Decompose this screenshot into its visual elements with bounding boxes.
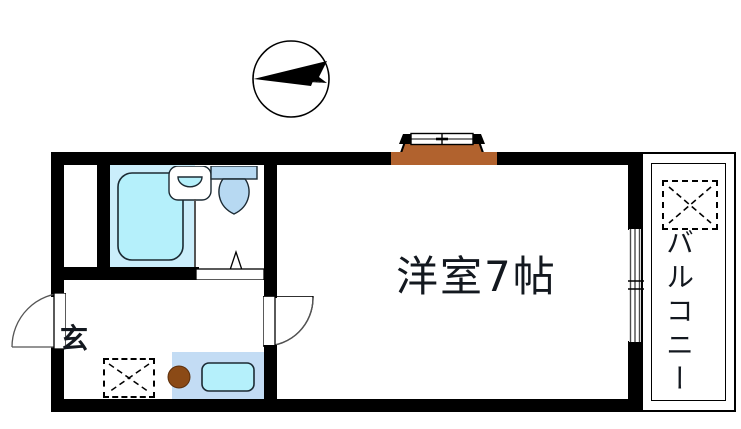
stove-burner-icon xyxy=(167,365,191,389)
toilet-icon xyxy=(210,166,258,222)
wall-bottom xyxy=(51,399,641,412)
wall-top-left xyxy=(51,152,391,165)
bath-partition-line xyxy=(194,199,196,267)
bay-window-opening xyxy=(391,152,497,165)
wash-basin-icon xyxy=(168,166,212,202)
wall-bath-right xyxy=(264,152,277,280)
main-room-area xyxy=(277,165,628,399)
wall-bath-bottom-left xyxy=(51,267,199,280)
entrance-door-icon[interactable] xyxy=(10,293,66,349)
wall-right-lower xyxy=(628,341,641,412)
room-door-icon[interactable] xyxy=(263,296,315,348)
closet-area xyxy=(64,165,97,267)
entrance-label: 玄 xyxy=(60,322,89,355)
wall-room-door-jamb-lower xyxy=(264,345,277,399)
north-arrow-icon xyxy=(251,39,331,119)
wall-room-door-jamb xyxy=(264,280,277,298)
washing-machine-space-balcony xyxy=(662,180,718,230)
refrigerator-space-kitchen xyxy=(103,358,155,398)
wall-left-upper xyxy=(51,152,64,289)
kitchen-sink-icon xyxy=(201,362,255,392)
wall-top-right xyxy=(497,152,641,165)
sliding-glass-door-icon[interactable] xyxy=(626,229,644,342)
wall-right-upper xyxy=(628,152,641,230)
bathroom-folding-door-icon[interactable] xyxy=(196,248,266,280)
main-room-label: 洋室7帖 xyxy=(396,252,557,301)
wall-left-lower xyxy=(51,347,64,412)
balcony-label: バルコニー xyxy=(662,228,695,398)
wall-closet-right xyxy=(97,152,110,280)
bathtub-icon xyxy=(117,172,184,261)
